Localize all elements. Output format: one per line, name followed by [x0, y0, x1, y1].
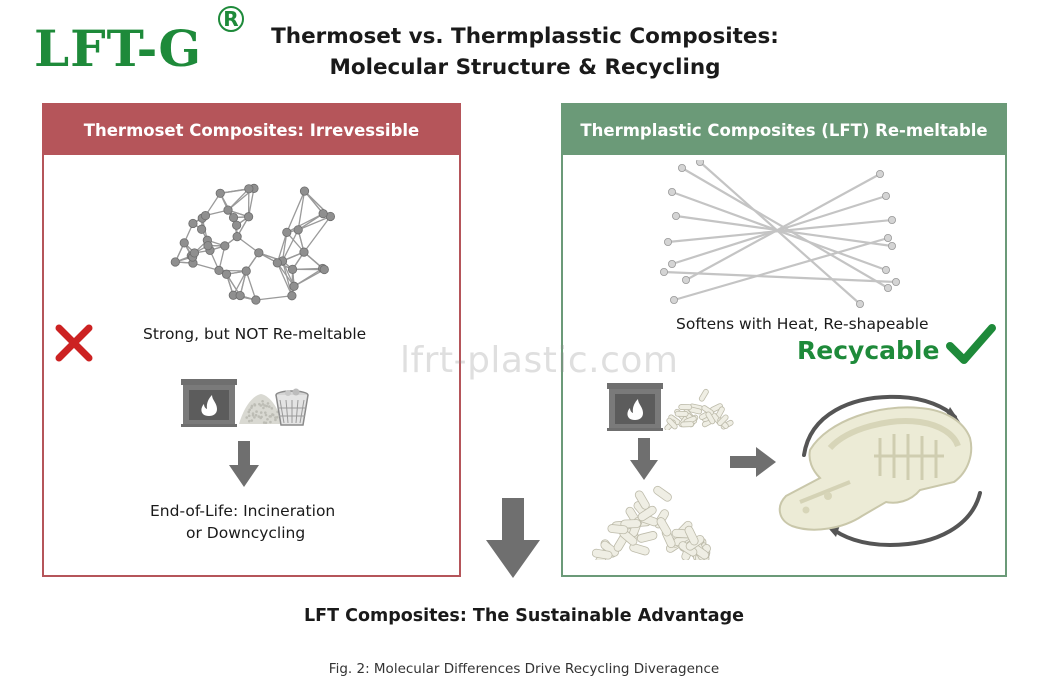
- waste-basket-icon: [275, 388, 309, 426]
- check-icon: [946, 324, 996, 364]
- figure-caption: Fig. 2: Molecular Differences Drive Recy…: [328, 661, 720, 677]
- thermoset-panel: Thermoset Composites: Irrevessible: [42, 103, 461, 577]
- thermoset-property-label: Strong, but NOT Re-meltable: [143, 325, 367, 343]
- furnace-icon: [607, 383, 663, 431]
- thermoplastic-property-label: Softens with Heat, Re-shapeable: [676, 315, 929, 333]
- crushed-waste-icon: [239, 394, 283, 425]
- center-down-arrow-icon: [486, 498, 540, 578]
- linear-chains-illustration: [660, 160, 900, 308]
- down-arrow-icon: [630, 438, 658, 480]
- cross-icon: [55, 324, 93, 362]
- furnace-icon: [181, 379, 237, 427]
- pellets-small-icon: [664, 388, 734, 430]
- end-of-life-label-line2: or Downcycling: [186, 524, 306, 542]
- molded-part-illustration: [778, 406, 973, 531]
- bottom-title: LFT Composites: The Sustainable Advantag…: [303, 606, 745, 626]
- crosslinked-network-illustration: [170, 183, 336, 305]
- registered-mark: R: [218, 6, 244, 32]
- right-arrow-icon: [730, 447, 776, 477]
- recyclable-label: Recycable: [797, 336, 940, 365]
- watermark: lfrt-plastic.com: [400, 340, 679, 381]
- pellets-large-icon: [592, 485, 711, 560]
- brand-logo: LFT-G: [34, 19, 203, 78]
- thermoplastic-panel: Thermplastic Composites (LFT) Re-meltabl…: [561, 103, 1007, 577]
- page-title-line1: Thermoset vs. Thermplasstic Composites:: [271, 24, 779, 49]
- page-title-line2: Molecular Structure & Recycling: [329, 55, 721, 80]
- down-arrow-icon: [229, 441, 259, 487]
- thermoset-panel-header: Thermoset Composites: Irrevessible: [44, 105, 459, 155]
- thermoplastic-panel-header: Thermplastic Composites (LFT) Re-meltabl…: [563, 105, 1005, 155]
- end-of-life-label-line1: End-of-Life: Incineration: [150, 502, 336, 520]
